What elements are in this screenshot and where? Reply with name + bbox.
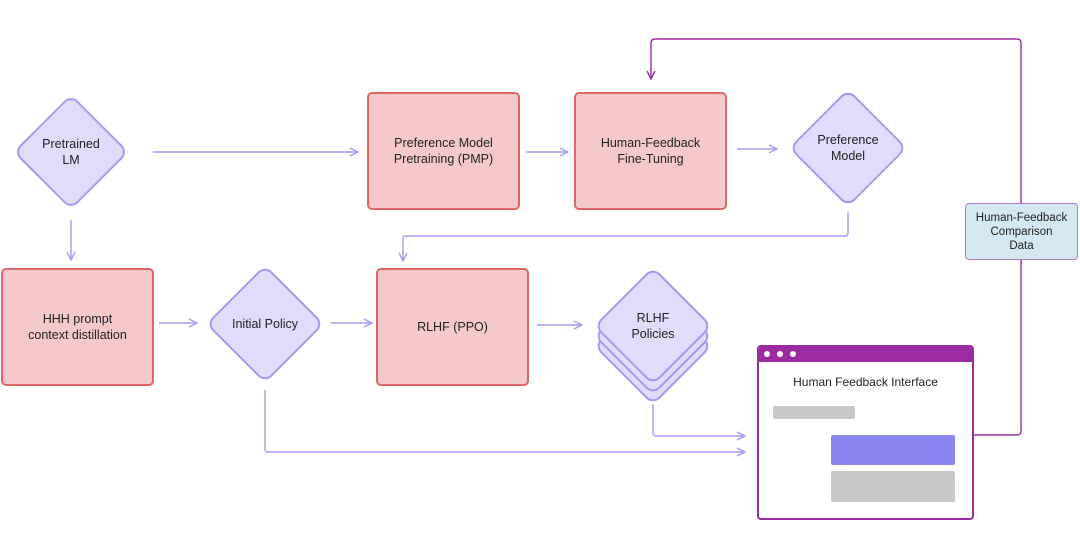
node-hhh-distillation: HHH prompt context distillation — [1, 268, 154, 386]
arrow-interface-to-hf-finetuning — [651, 38, 1022, 436]
arrow-preference-model-to-rlhf — [403, 212, 849, 261]
chat-bubble-user — [831, 435, 955, 465]
node-preference-model: Preference Model — [788, 88, 908, 208]
node-rlhf-policies: RLHF Policies — [593, 266, 713, 406]
comparison-data-label: Human-Feedback Comparison Data — [965, 203, 1078, 260]
node-rlhf-ppo: RLHF (PPO) — [376, 268, 529, 386]
preference-model-label: Preference Model — [817, 133, 879, 163]
window-dot-icon — [777, 351, 783, 357]
human-feedback-interface-window: Human Feedback Interface — [757, 345, 974, 520]
window-titlebar — [759, 347, 972, 362]
chat-bubble-response — [831, 471, 955, 502]
chat-bubble-assistant — [773, 406, 855, 419]
arrow-policies-to-interface — [652, 404, 745, 436]
rlhf-policies-label: RLHF Policies — [631, 311, 675, 341]
pretrained-lm-label: Pretrained LM — [42, 137, 100, 167]
window-dot-icon — [764, 351, 770, 357]
interface-title: Human Feedback Interface — [793, 375, 938, 389]
window-dot-icon — [790, 351, 796, 357]
initial-policy-label: Initial Policy — [232, 317, 298, 331]
node-initial-policy: Initial Policy — [205, 264, 325, 384]
arrow-initial-policy-to-interface — [264, 390, 745, 452]
node-pmp: Preference Model Pretraining (PMP) — [367, 92, 520, 210]
node-pretrained-lm: Pretrained LM — [13, 94, 129, 210]
node-hf-finetuning: Human-Feedback Fine-Tuning — [574, 92, 727, 210]
